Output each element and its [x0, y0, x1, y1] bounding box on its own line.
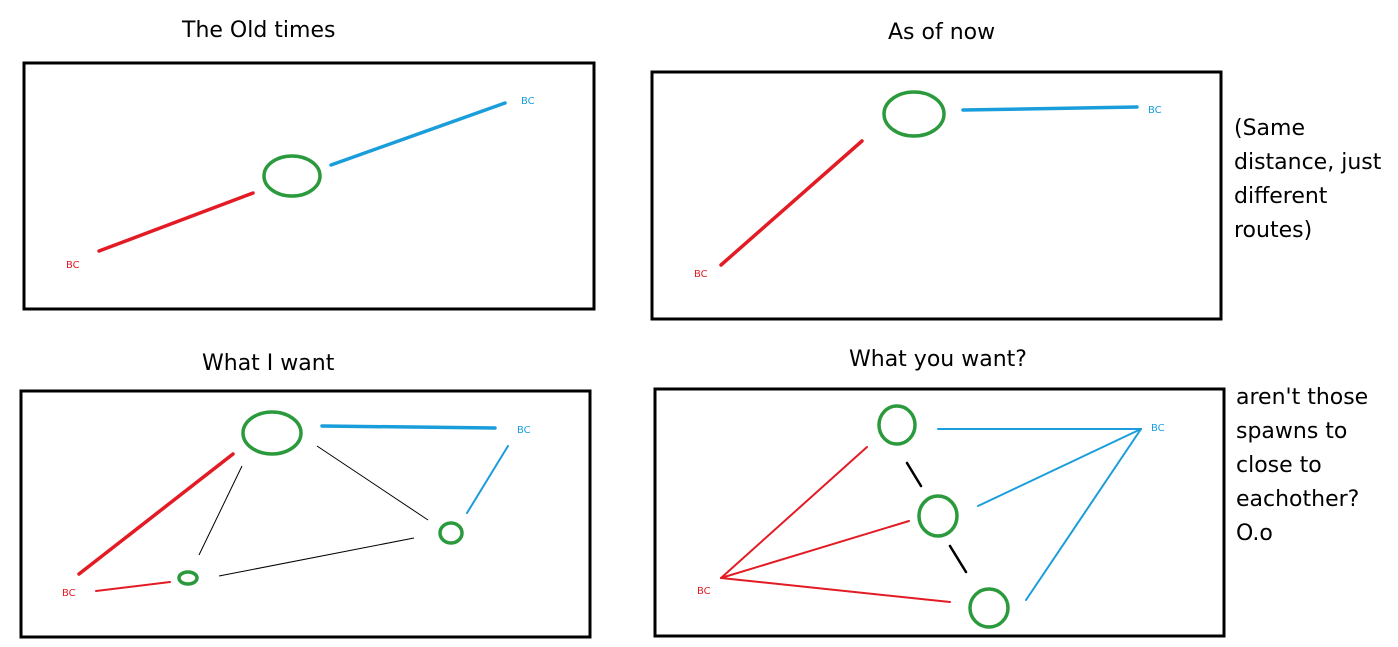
bc-label-red: BC — [694, 269, 708, 280]
panel-title-what-i-want: What I want — [202, 351, 335, 376]
red-route — [720, 577, 951, 603]
bc-label-red: BC — [66, 260, 80, 271]
panel-frame-old-times — [22, 61, 596, 311]
note-line: (Same — [1234, 116, 1305, 141]
note-spawns-too-close: aren't those spawns to close to eachothe… — [1236, 381, 1368, 551]
spawn-circle — [917, 494, 959, 538]
black-link — [905, 461, 923, 488]
blue-route — [977, 428, 1142, 507]
spawn-circle — [241, 410, 303, 456]
blue-route — [320, 424, 497, 430]
spawn-circle — [968, 587, 1010, 629]
spawn-circle — [882, 90, 946, 138]
red-route — [720, 520, 910, 579]
blue-route — [329, 101, 507, 167]
panel-what-i-want-routes: BC BC — [62, 410, 531, 599]
note-line: distance, just — [1234, 150, 1382, 175]
panel-as-of-now-routes: BC BC — [694, 90, 1162, 280]
blue-route — [1025, 428, 1142, 601]
bc-label-red: BC — [62, 588, 76, 599]
note-line: close to — [1236, 453, 1322, 478]
red-route — [719, 139, 864, 267]
black-link — [218, 537, 415, 577]
bc-label-blue: BC — [1151, 423, 1165, 434]
blue-route — [961, 105, 1139, 112]
black-link — [198, 465, 243, 556]
red-route — [77, 452, 235, 576]
note-line: O.o — [1236, 521, 1273, 546]
note-line: eachother? — [1236, 487, 1360, 512]
panel-title-as-of-now: As of now — [888, 20, 996, 45]
bc-label-blue: BC — [1148, 105, 1162, 116]
note-line: routes) — [1234, 218, 1313, 243]
bc-label-blue: BC — [521, 96, 535, 107]
note-line: aren't those — [1236, 385, 1369, 410]
panel-title-what-you-want: What you want? — [849, 347, 1027, 372]
note-same-distance: (Same distance, just different routes) — [1234, 112, 1381, 248]
note-line: different — [1234, 184, 1328, 209]
panel-frame-as-of-now — [650, 70, 1223, 321]
bc-label-blue: BC — [517, 425, 531, 436]
note-line: spawns to — [1236, 419, 1348, 444]
panel-frame-what-you-want — [653, 387, 1226, 638]
spawn-circle — [177, 570, 199, 586]
blue-route — [466, 445, 509, 514]
red-route — [97, 191, 255, 253]
panel-what-you-want-routes: BC BC — [697, 404, 1165, 629]
red-route — [95, 581, 171, 592]
spawn-circle — [877, 404, 917, 446]
black-link — [316, 445, 429, 521]
bc-label-red: BC — [697, 586, 711, 597]
spawn-circle — [438, 521, 464, 545]
panel-old-times-routes: BC BC — [66, 96, 535, 271]
red-route — [720, 446, 868, 579]
spawn-circle — [262, 154, 322, 198]
black-link — [948, 544, 968, 574]
panel-title-old-times: The Old times — [182, 18, 336, 43]
panel-frame-what-i-want — [19, 389, 592, 639]
